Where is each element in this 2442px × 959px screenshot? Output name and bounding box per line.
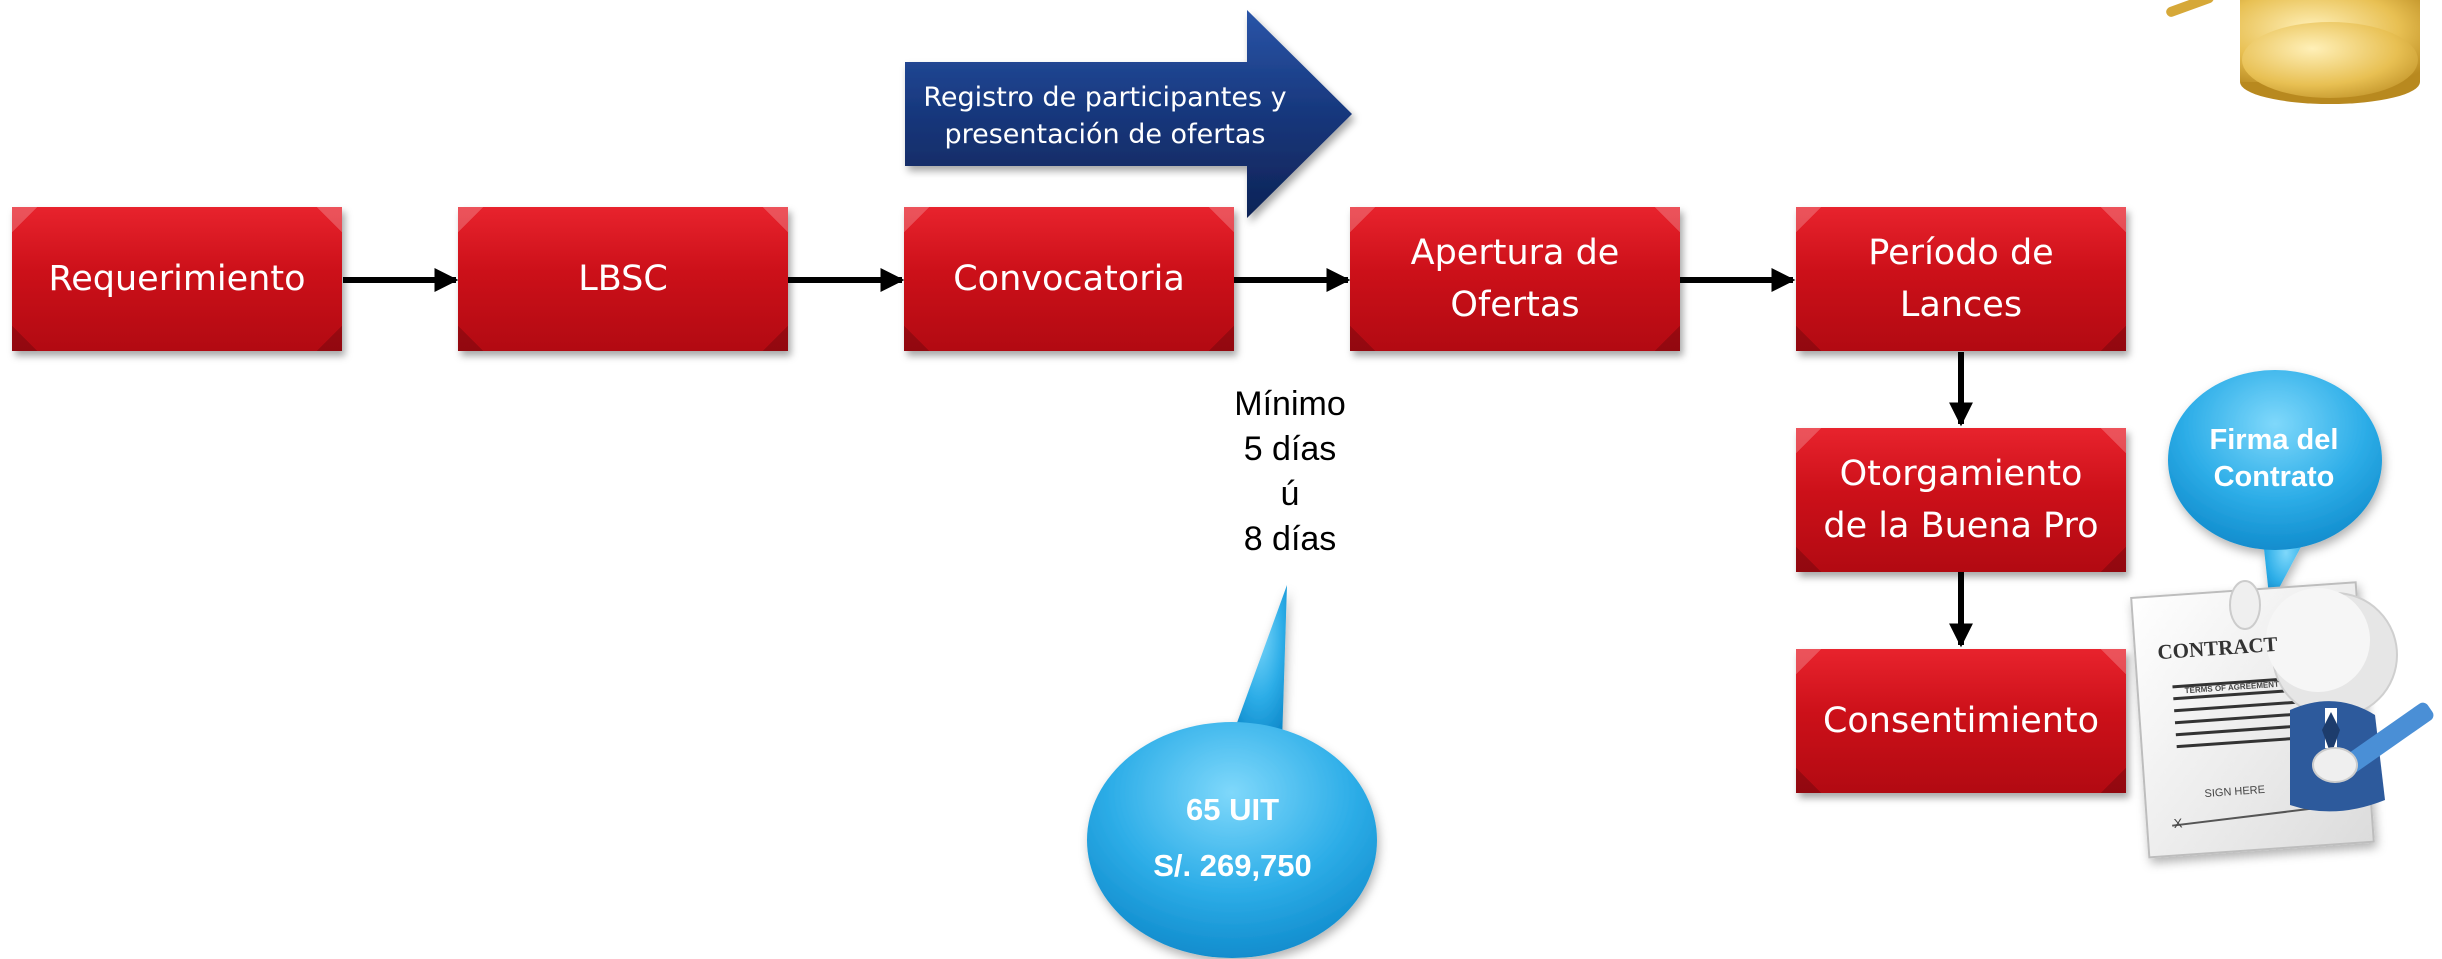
step-convocatoria: Convocatoria xyxy=(904,207,1234,351)
duration-note: Mínimo 5 días ú 8 días xyxy=(1130,382,1450,562)
contract-sign-mark: X xyxy=(2173,815,2183,831)
step-lbsc: LBSC xyxy=(458,207,788,351)
uit-amount: 65 UIT xyxy=(1185,792,1280,827)
duration-line-3: ú xyxy=(1280,475,1300,513)
step-lbsc-label: LBSC xyxy=(578,259,668,299)
uit-soles-amount: S/. 269,750 xyxy=(1153,848,1312,883)
step-requerimiento-label: Requerimiento xyxy=(48,259,306,299)
step-otorgamiento: Otorgamiento de la Buena Pro xyxy=(1796,428,2126,572)
step-periodo-de-lances: Período de Lances xyxy=(1796,207,2126,351)
duration-line-1: Mínimo xyxy=(1234,385,1346,423)
contract-speech-bubble xyxy=(2168,370,2382,605)
uit-speech-bubble xyxy=(1087,585,1377,958)
step-periodo-label: Período de Lances xyxy=(1868,233,2054,325)
step-consentimiento-label: Consentimiento xyxy=(1822,701,2100,741)
step-apertura-de-ofertas: Apertura de Ofertas xyxy=(1350,207,1680,351)
step-otorgamiento-label: Otorgamiento de la Buena Pro xyxy=(1823,454,2099,546)
step-apertura-label: Apertura de Ofertas xyxy=(1410,233,1620,325)
firma-del-contrato-label: Firma del Contrato xyxy=(2209,424,2339,493)
contract-sign-here: SIGN HERE xyxy=(2204,784,2265,800)
duration-line-4: 8 días xyxy=(1243,520,1337,558)
step-requerimiento: Requerimiento xyxy=(12,207,342,351)
duration-line-2: 5 días xyxy=(1243,430,1337,468)
contract-figure-illustration xyxy=(2130,580,2434,859)
registro-banner-label: Registro de participantes y presentación… xyxy=(923,82,1287,150)
gavel-icon xyxy=(2166,0,2420,104)
step-convocatoria-label: Convocatoria xyxy=(953,259,1185,299)
step-consentimiento: Consentimiento xyxy=(1796,649,2126,793)
